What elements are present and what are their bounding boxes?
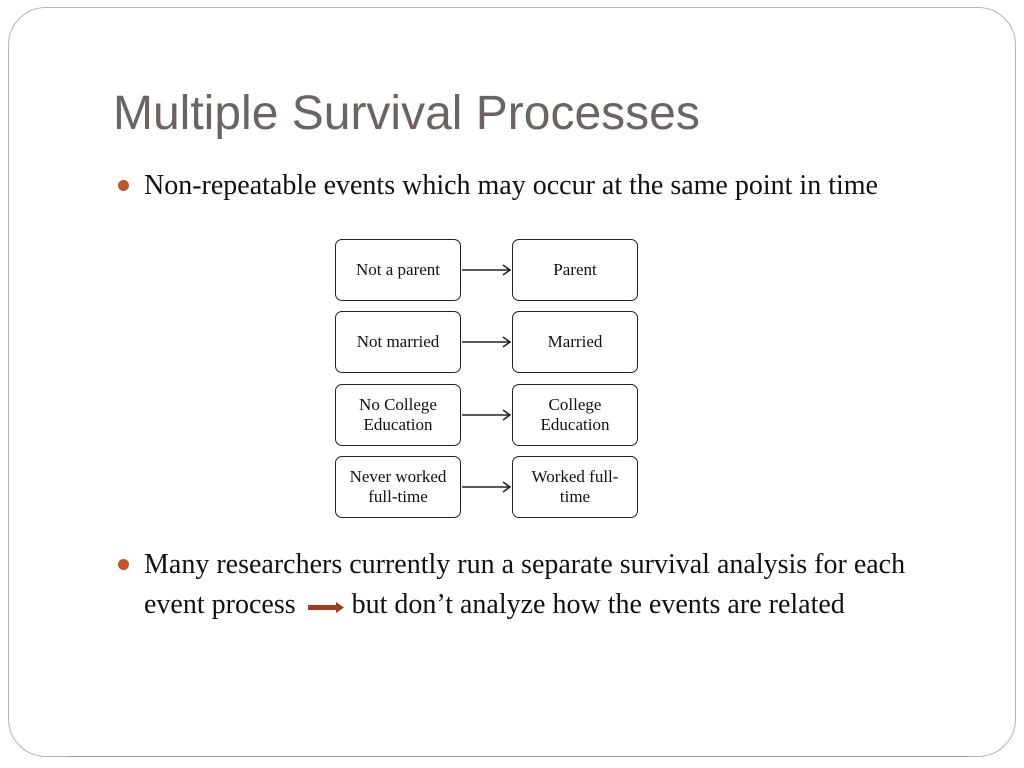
- bullet-icon: [118, 559, 129, 570]
- bullet-text-2-after: but don’t analyze how the events are rel…: [351, 589, 845, 620]
- bullet-text-1: Non-repeatable events which may occur at…: [144, 170, 878, 201]
- bullet-icon: [118, 180, 129, 191]
- right-arrow-icon: [307, 601, 344, 613]
- bullet-text-2: Many researchers currently run a separat…: [144, 545, 954, 625]
- bullet-text-2-before: Many researchers currently run a separat…: [144, 549, 906, 620]
- slide-title: Multiple Survival Processes: [113, 87, 700, 140]
- bottom-rule: [68, 756, 968, 757]
